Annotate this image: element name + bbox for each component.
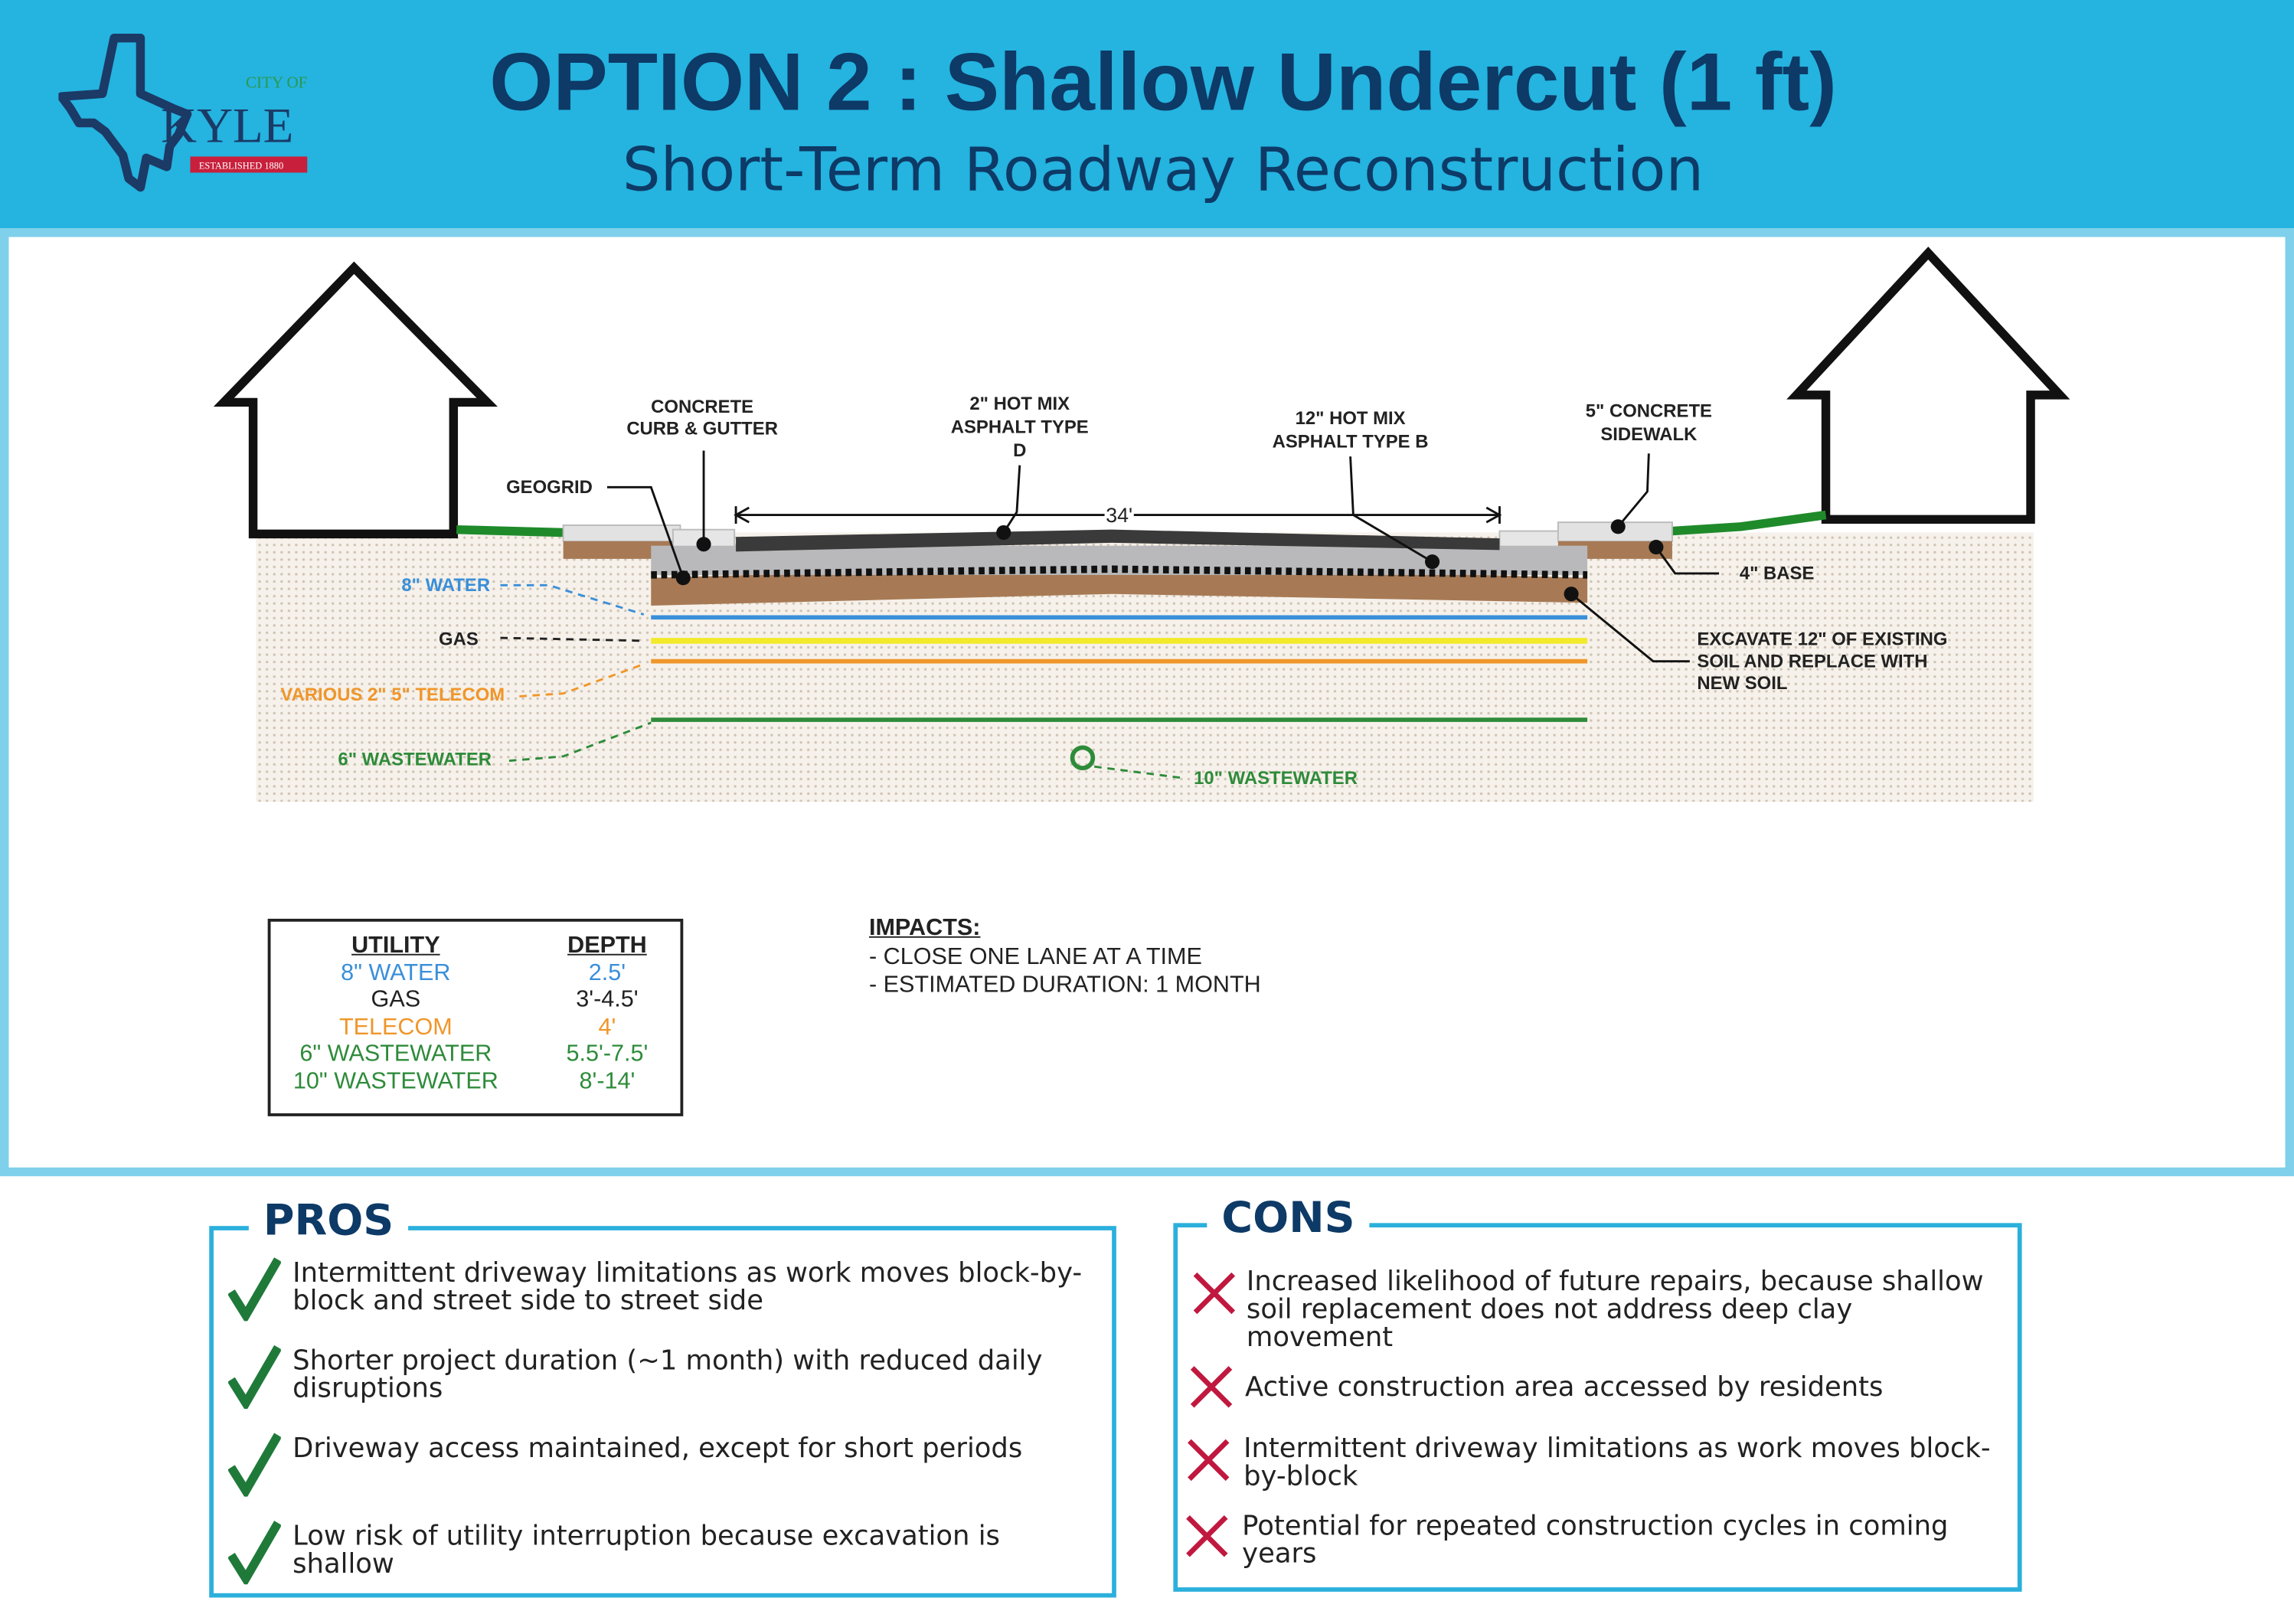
label-hotmix-b: ASPHALT TYPE B	[1273, 432, 1429, 453]
table-cell: 4'	[598, 1015, 616, 1040]
right-house-icon	[1786, 247, 2070, 524]
label-base: 4" BASE	[1740, 564, 1815, 584]
label-hotmix-d: 2" HOT MIX	[969, 394, 1070, 414]
geogrid-line	[651, 565, 1588, 579]
x-icon	[1190, 1366, 1233, 1408]
logo-kyle: KYLE	[161, 98, 293, 153]
x-icon	[1186, 1515, 1228, 1557]
label-excavate: NEW SOIL	[1697, 673, 1787, 694]
pros-box: PROS Intermittent driveway limitations a…	[209, 1195, 1116, 1598]
logo-city-of: CITY OF	[246, 74, 307, 92]
label-wastewater-6: 6" WASTEWATER	[338, 749, 492, 770]
table-cell: 10" WASTEWATER	[292, 1068, 498, 1094]
impacts-title: IMPACTS:	[868, 916, 981, 941]
label-telecom: VARIOUS 2" 5" TELECOM	[280, 685, 505, 705]
utility-depth-table: UTILITY 8" WATER GAS TELECOM 6" WASTEWAT…	[267, 918, 684, 1116]
label-water: 8" WATER	[401, 575, 490, 596]
label-road-width: 34'	[1106, 504, 1132, 527]
left-sidewalk	[562, 524, 681, 542]
left-house-icon	[213, 261, 498, 539]
header-banner: CITY OF KYLE ESTABLISHED 1880 OPTION 2 :…	[0, 0, 2294, 229]
cons-item: Intermittent driveway limitations as wor…	[1243, 1433, 1991, 1492]
page-subtitle: Short-Term Roadway Reconstruction	[622, 134, 1704, 205]
table-cell: 2.5'	[588, 960, 626, 985]
asphalt-type-d-layer	[736, 529, 1500, 552]
label-curb: CURB & GUTTER	[626, 418, 778, 439]
label-gas: GAS	[439, 629, 479, 650]
check-icon	[228, 1433, 281, 1497]
cons-item: Active construction area accessed by res…	[1245, 1372, 1884, 1403]
wastewater-10-pipe	[1070, 745, 1096, 770]
label-excavate: EXCAVATE 12" OF EXISTING	[1697, 629, 1947, 650]
city-of-kyle-logo: CITY OF KYLE ESTABLISHED 1880	[58, 33, 307, 192]
table-cell: 6" WASTEWATER	[299, 1041, 492, 1067]
right-grass	[1671, 510, 1827, 536]
utility-leader-lines	[500, 583, 1185, 779]
label-sidewalk: SIDEWALK	[1600, 424, 1698, 445]
x-icon	[1188, 1439, 1230, 1482]
cross-section-diagram: CONCRETE CURB & GUTTER 2" HOT MIX ASPHAL…	[213, 247, 2070, 802]
logo-established: ESTABLISHED 1880	[199, 161, 283, 172]
x-icon	[1193, 1272, 1236, 1315]
label-hotmix-d: D	[1013, 440, 1026, 461]
pros-title: PROS	[248, 1195, 409, 1246]
label-curb: CONCRETE	[651, 397, 753, 417]
page-title: OPTION 2 : Shallow Undercut (1 ft)	[489, 34, 1837, 128]
table-cell: 8" WATER	[341, 960, 451, 985]
pros-item: Shorter project duration (~1 month) with…	[292, 1345, 1043, 1405]
table-header-depth: DEPTH	[567, 933, 647, 959]
table-cell: 3'-4.5'	[576, 987, 639, 1013]
pros-item: Driveway access maintained, except for s…	[292, 1433, 1023, 1465]
impacts-block: IMPACTS: - CLOSE ONE LANE AT A TIME - ES…	[869, 914, 1261, 1000]
table-header-utility: UTILITY	[351, 933, 440, 959]
table-cell: GAS	[371, 987, 421, 1013]
cons-item: Increased likelihood of future repairs, …	[1246, 1266, 1984, 1354]
label-hotmix-b: 12" HOT MIX	[1296, 408, 1406, 429]
label-sidewalk: 5" CONCRETE	[1586, 401, 1712, 422]
callout-leader-lines	[606, 450, 1720, 663]
check-icon	[228, 1345, 281, 1410]
table-cell: 8'-14'	[579, 1068, 636, 1094]
table-cell: 5.5'-7.5'	[566, 1041, 649, 1067]
callout-dots	[675, 519, 1664, 602]
label-geogrid: GEOGRID	[506, 477, 593, 498]
cons-box: CONS Increased likelihood of future repa…	[1173, 1192, 2022, 1592]
check-icon	[228, 1521, 281, 1585]
pros-item: Intermittent driveway limitations as wor…	[292, 1258, 1083, 1317]
left-grass	[456, 524, 564, 538]
label-hotmix-d: ASPHALT TYPE	[951, 417, 1089, 438]
table-cell: TELECOM	[338, 1015, 453, 1040]
label-excavate: SOIL AND REPLACE WITH	[1697, 651, 1927, 671]
label-wastewater-10: 10" WASTEWATER	[1194, 768, 1358, 789]
pros-item: Low risk of utility interruption because…	[292, 1521, 1000, 1580]
cons-item: Potential for repeated construction cycl…	[1242, 1511, 1949, 1570]
impact-item: - ESTIMATED DURATION: 1 MONTH	[868, 972, 1261, 998]
check-icon	[228, 1257, 281, 1322]
cons-title: CONS	[1207, 1192, 1370, 1243]
impact-item: - CLOSE ONE LANE AT A TIME	[868, 944, 1202, 969]
